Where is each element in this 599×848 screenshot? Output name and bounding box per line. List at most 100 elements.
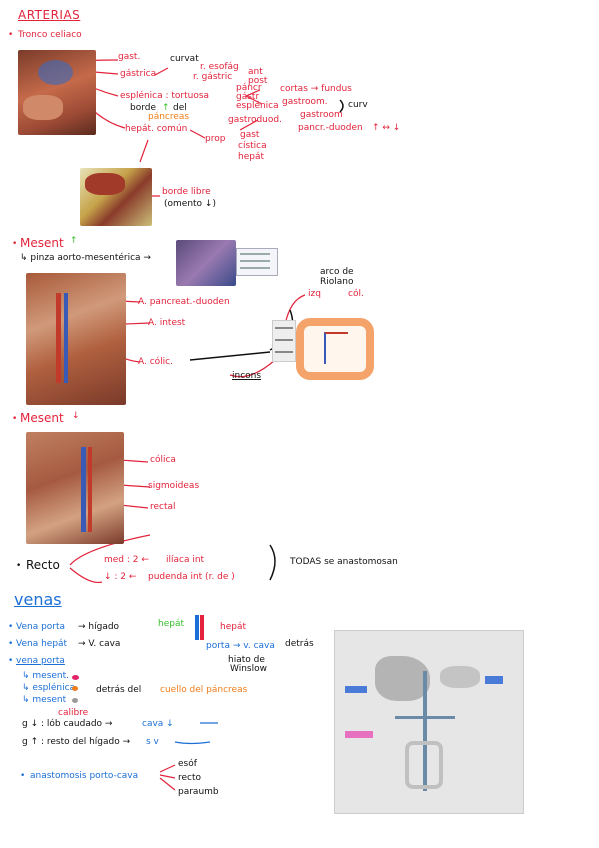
- prop-label: prop: [205, 134, 226, 144]
- bullet-anastomosis: •: [20, 771, 26, 781]
- anastomosis-label: anastomosis porto-cava: [30, 771, 139, 781]
- porta-to: → hígado: [78, 622, 120, 632]
- omento-label: (omento ↓): [164, 199, 216, 209]
- mesent-inf-label: Mesent: [20, 411, 64, 425]
- winslow-label: Winslow: [230, 664, 267, 674]
- cistica-label: cística: [238, 141, 267, 151]
- colon-image: [296, 318, 374, 380]
- pinza-label: ↳ pinza aorto-mesentérica →: [20, 253, 151, 263]
- bullet-recto: •: [16, 561, 22, 571]
- mesent-inf-arrow: ↓: [72, 411, 80, 421]
- calibre-label: calibre: [58, 708, 89, 718]
- grey-dot: [72, 698, 78, 703]
- cortas-label: cortas → fundus: [280, 84, 352, 94]
- rectal-label: rectal: [150, 502, 176, 512]
- borde-libre-label: borde libre: [162, 187, 211, 197]
- incons-label: incons: [232, 371, 262, 381]
- bullet-hepat: •: [8, 639, 14, 649]
- mesent-sup-arrow: ↑: [70, 236, 78, 246]
- cuello-label: cuello del páncreas: [160, 685, 248, 695]
- bullet-mesent-inf: •: [12, 414, 18, 424]
- pancr-duoden-label: pancr.-duoden: [298, 123, 363, 133]
- pancr-label: páncr: [236, 83, 262, 93]
- gastrica-label: gástrica: [120, 69, 157, 79]
- hepat-label: hepát: [238, 152, 264, 162]
- esplenica-label: esplénica : tortuosa: [120, 91, 210, 101]
- pancreas-label: páncreas: [148, 112, 190, 122]
- gastroom-label: gastroom.: [282, 97, 328, 107]
- esplenica2-label: esplénica: [236, 101, 279, 111]
- post-label: post: [248, 76, 268, 86]
- intest-label: A. intest: [148, 318, 186, 328]
- hiato-label: hiato de: [228, 655, 265, 665]
- del-label: del: [173, 103, 187, 113]
- celiac-trunk-image: [18, 50, 96, 135]
- vein-line-blue: [195, 615, 199, 640]
- hepat-label: Vena hepát: [16, 639, 68, 649]
- cava-label: cava ↓: [142, 719, 174, 729]
- ima-image: [26, 432, 124, 544]
- pudenda-label: pudenda int (r. de ): [148, 572, 235, 582]
- sv-label: s v: [146, 737, 159, 747]
- hepatica-label: hepát. común: [125, 124, 188, 134]
- sigmoideas-label: sigmoideas: [148, 481, 200, 491]
- izq-label: izq: [308, 289, 321, 299]
- colic-label: A. cólic.: [138, 357, 173, 367]
- g-down-label: g ↓ : lób caudado →: [22, 719, 113, 729]
- esplenica-venas-label: ↳ esplénica: [22, 683, 76, 693]
- bullet-tronco: •: [8, 30, 14, 40]
- bullet-mesent-sup: •: [12, 239, 18, 249]
- mesent-up-label: ↳ mesent.: [22, 671, 70, 681]
- diagram-hepat-left: hepát: [158, 619, 184, 629]
- orange-dot: [72, 686, 78, 691]
- sma-image: [26, 273, 126, 405]
- omentum-image: [80, 168, 152, 226]
- gastr-label: gástr: [236, 92, 260, 102]
- tronco-label: Tronco celiaco: [18, 30, 82, 40]
- recto-med: med : 2 ←: [104, 555, 149, 565]
- portal-system-image: [334, 630, 524, 814]
- recto-inf: ↓ : 2 ←: [104, 572, 137, 582]
- gast-label: gast.: [118, 52, 141, 62]
- r-esofag-label: r. esofág: [200, 62, 239, 72]
- todas-label: TODAS se anastomosan: [290, 557, 398, 567]
- porta2-label: vena porta: [16, 656, 65, 666]
- diagram-porta: porta → v. cava: [206, 641, 275, 651]
- colon-legend: [272, 320, 296, 362]
- pancreat-duoden-label: A. pancreat.-duoden: [138, 297, 230, 307]
- r-gastric-label: r. gástric: [193, 72, 233, 82]
- recto-venas-label: recto: [178, 773, 202, 783]
- pink-dot: [72, 675, 79, 680]
- mesent-sup-label: Mesent: [20, 236, 64, 250]
- gast2-label: gast: [240, 130, 260, 140]
- gastroduod-label: gastroduod.: [228, 115, 282, 125]
- diagram-hepat-right: hepát: [220, 622, 246, 632]
- col-label: cól.: [348, 289, 364, 299]
- colica-label: cólica: [150, 455, 176, 465]
- iliaca-label: ilíaca int: [166, 555, 205, 565]
- riolano-label: Riolano: [320, 277, 354, 287]
- porta-label: Vena porta: [16, 622, 66, 632]
- vein-line-red: [200, 615, 204, 640]
- paraumb-label: paraumb: [178, 787, 219, 797]
- bullet-porta2: •: [8, 656, 14, 666]
- hepat-to: → V. cava: [78, 639, 121, 649]
- borde-label: borde: [130, 103, 157, 113]
- direction-arrows: ↑ ↔ ↓: [372, 123, 401, 133]
- up-arrow: ↑: [162, 103, 170, 113]
- curvat-label: curvat: [170, 54, 199, 64]
- ant-label: ant: [248, 67, 263, 77]
- aorto-mesenteric-image: [176, 240, 236, 286]
- arco-label: arco de: [320, 267, 354, 277]
- g-up-label: g ↑ : resto del hígado →: [22, 737, 131, 747]
- detras-label: detrás del: [96, 685, 142, 695]
- venas-title: venas: [14, 590, 62, 609]
- bullet-porta: •: [8, 622, 14, 632]
- legend-box: [236, 248, 278, 276]
- curv-label: curv: [348, 100, 368, 110]
- recto-label: Recto: [26, 558, 60, 572]
- arterias-title: ARTERIAS: [18, 8, 81, 22]
- esof-label: esóf: [178, 759, 197, 769]
- mesent-down-label: ↳ mesent: [22, 695, 67, 705]
- diagram-detras: detrás: [285, 639, 314, 649]
